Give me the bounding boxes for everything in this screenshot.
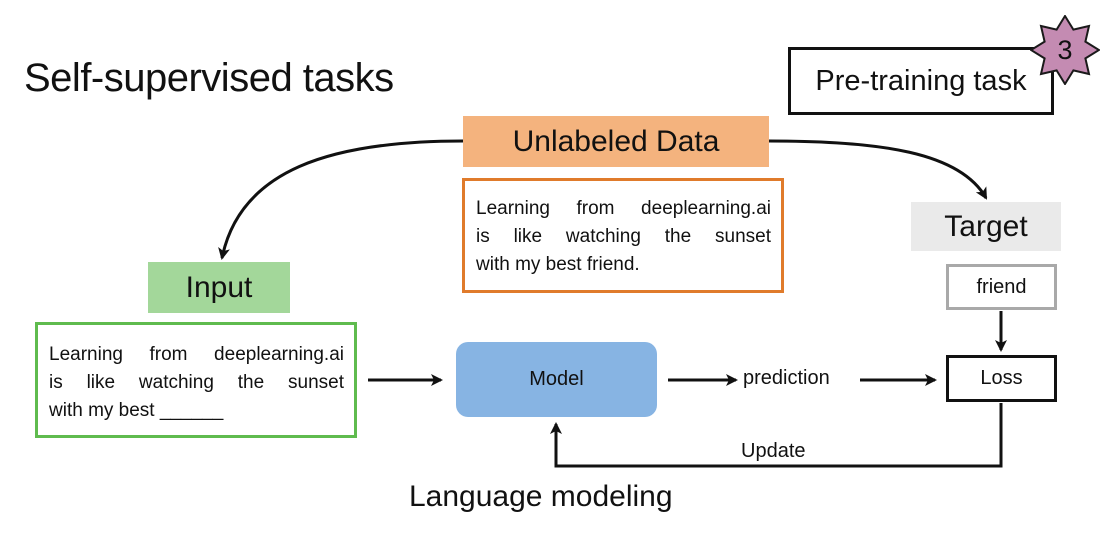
input-text-line: Learning from deeplearning.ai bbox=[49, 344, 344, 365]
update-label: Update bbox=[741, 440, 806, 462]
unlabeled-text-line: with my best friend. bbox=[476, 254, 640, 275]
target-label: Target bbox=[911, 202, 1061, 251]
arrow-update-loop bbox=[550, 403, 1003, 468]
diagram-caption: Language modeling bbox=[409, 480, 673, 513]
input-text: Learning from deeplearning.ai is like wa… bbox=[35, 322, 357, 438]
badge-number: 3 bbox=[1057, 34, 1073, 65]
input-text-line: is like watching the sunset bbox=[49, 372, 344, 393]
unlabeled-data-label: Unlabeled Data bbox=[463, 116, 769, 167]
prediction-label: prediction bbox=[743, 367, 830, 389]
arrow-unlabeled-to-target bbox=[768, 139, 988, 200]
loss-box: Loss bbox=[946, 355, 1057, 402]
pretraining-task-box: Pre-training task bbox=[788, 47, 1054, 115]
unlabeled-text-line: is like watching the sunset bbox=[476, 226, 771, 247]
input-text-line: with my best ______ bbox=[49, 400, 224, 421]
target-value-box: friend bbox=[946, 264, 1057, 310]
slide-title: Self-supervised tasks bbox=[24, 56, 394, 100]
input-label: Input bbox=[148, 262, 290, 313]
arrow-unlabeled-to-input bbox=[218, 139, 464, 260]
model-box: Model bbox=[456, 342, 657, 417]
badge-star-icon bbox=[1030, 15, 1100, 85]
unlabeled-data-text: Learning from deeplearning.ai is like wa… bbox=[462, 178, 784, 293]
unlabeled-text-line: Learning from deeplearning.ai bbox=[476, 198, 771, 219]
